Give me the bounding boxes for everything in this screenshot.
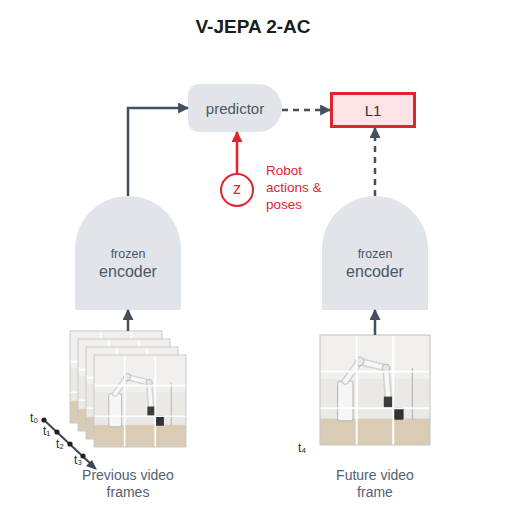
node-label: L1 bbox=[365, 102, 382, 119]
panel-caption: Previous video frames bbox=[60, 467, 196, 501]
time-step: t₂ bbox=[56, 437, 76, 453]
predictor-box: predictor bbox=[188, 84, 282, 132]
node-label: encoder bbox=[322, 262, 428, 282]
dome-outline bbox=[322, 196, 428, 310]
caption-text: Previous video frames bbox=[78, 467, 178, 501]
node-label: encoder bbox=[75, 262, 181, 282]
connector-arrow bbox=[282, 109, 330, 112]
diagram-title: V-JEPA 2-AC bbox=[0, 16, 506, 38]
future-frame bbox=[320, 335, 430, 445]
frame-panel: Future video frame bbox=[320, 335, 430, 503]
connector-arrow bbox=[236, 132, 239, 173]
time-axis bbox=[41, 417, 97, 470]
dome-text: frozenencoder bbox=[75, 246, 181, 282]
caption-text: Future video frame bbox=[325, 467, 425, 501]
loss-box: L1 bbox=[330, 92, 416, 128]
action-note: Robot actions & poses bbox=[266, 162, 324, 213]
node-label: frozen bbox=[75, 246, 181, 262]
previous-frames-stack bbox=[70, 331, 186, 447]
latent-circle: z bbox=[220, 173, 254, 207]
panel-caption: Future video frame bbox=[310, 467, 440, 501]
dome-text: frozenencoder bbox=[322, 246, 428, 282]
node-label: z bbox=[233, 181, 241, 197]
node-label: predictor bbox=[206, 100, 264, 117]
time-step: t₃ bbox=[74, 453, 94, 469]
dome-outline bbox=[75, 196, 181, 310]
connector-arrow bbox=[128, 108, 188, 196]
encoder-block: frozenencoder bbox=[75, 196, 181, 310]
time-step: t₄ bbox=[298, 441, 318, 457]
connector-arrow bbox=[374, 128, 377, 196]
encoder-block: frozenencoder bbox=[322, 196, 428, 310]
connector-arrow bbox=[127, 310, 130, 331]
frames-panel: Previous video frames bbox=[70, 331, 186, 503]
node-label: frozen bbox=[322, 246, 428, 262]
connector-arrow bbox=[374, 310, 377, 335]
